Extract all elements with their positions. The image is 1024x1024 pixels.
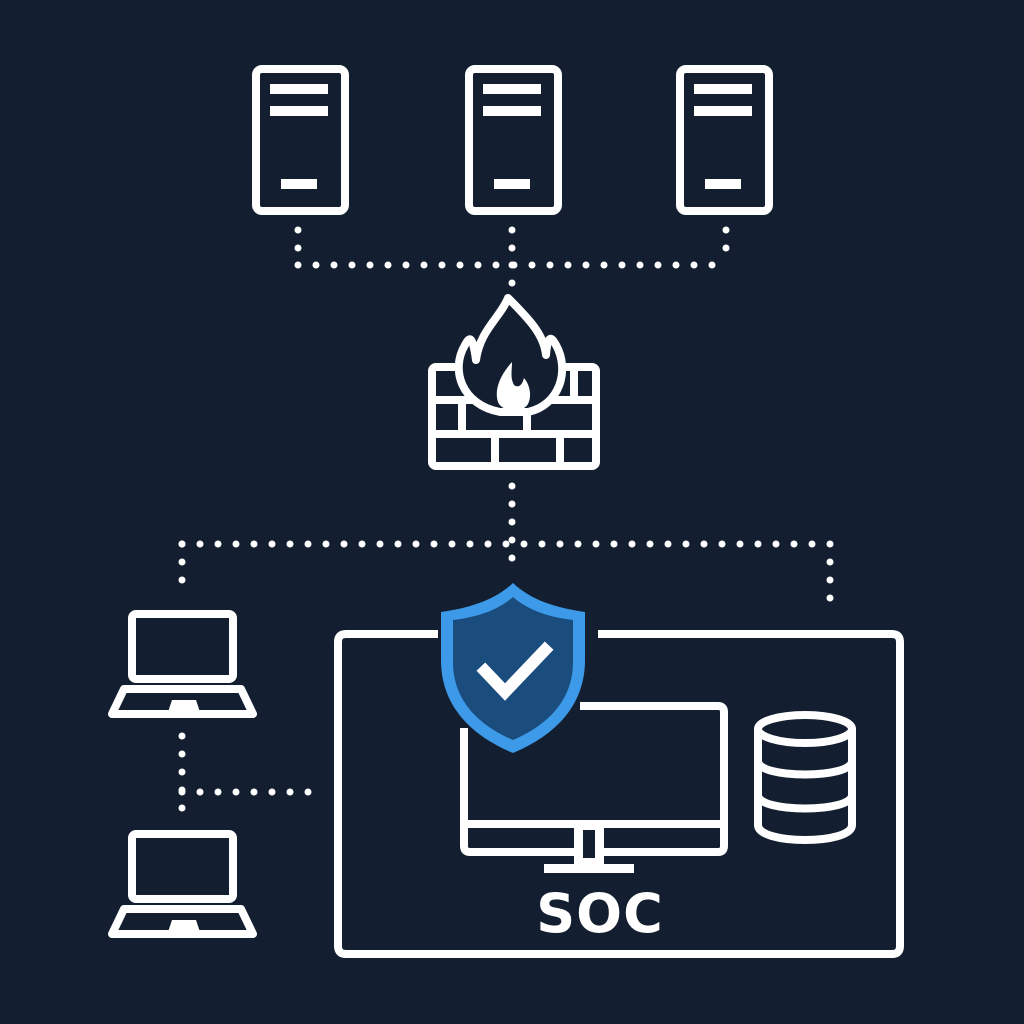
connectors [178, 226, 834, 816]
server-icon [252, 65, 349, 215]
shield-check-icon [441, 583, 585, 753]
soc-container [334, 630, 904, 958]
monitor-icon [460, 702, 728, 873]
server-icon [465, 65, 562, 215]
laptop-icon [108, 830, 257, 938]
database-icon [754, 711, 856, 844]
soc-label: SOC [536, 882, 664, 945]
firewall-icon [428, 294, 600, 470]
server-icon [676, 65, 773, 215]
laptop-icon [108, 610, 257, 718]
